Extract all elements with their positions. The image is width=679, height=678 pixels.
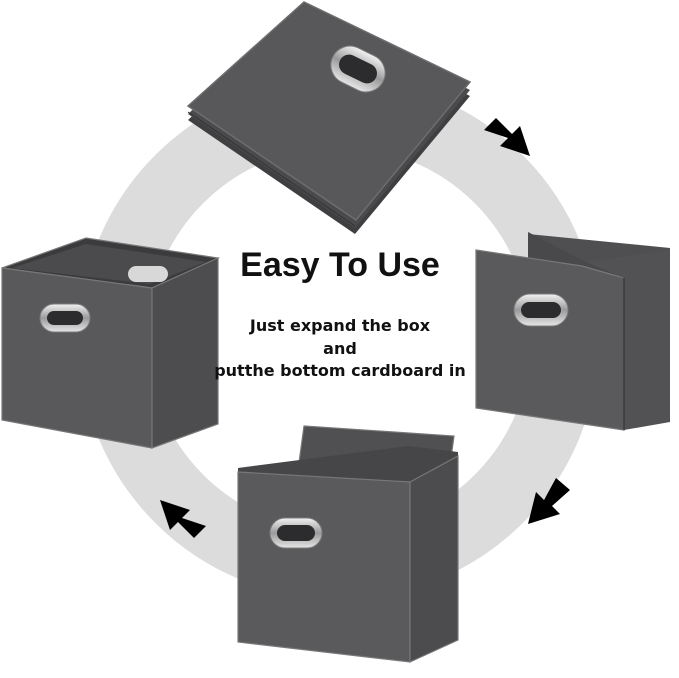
instruction-line-1: Just expand the box bbox=[249, 316, 431, 335]
instruction-line-3: putthe bottom cardboard in bbox=[214, 361, 466, 380]
arrow-down-left-icon bbox=[528, 478, 570, 524]
headline: Easy To Use bbox=[240, 246, 440, 284]
box-with-board-image bbox=[237, 425, 459, 663]
folded-box-image bbox=[186, 1, 472, 234]
instruction-line-2: and bbox=[323, 339, 357, 358]
arrow-down-right-icon bbox=[484, 118, 530, 156]
finished-box-image bbox=[1, 237, 221, 449]
arrow-up-left-icon bbox=[160, 500, 206, 538]
unfolding-box-image bbox=[475, 232, 670, 431]
